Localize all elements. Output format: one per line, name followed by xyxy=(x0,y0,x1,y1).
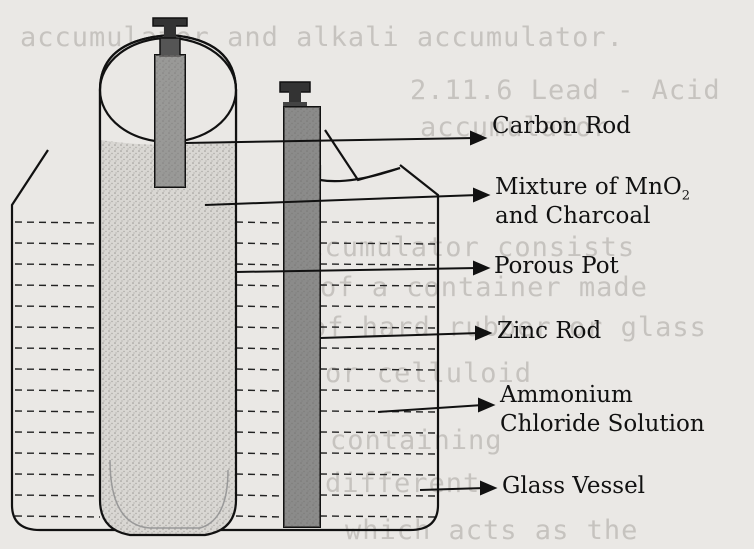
electrolyte-dash-line xyxy=(235,221,285,224)
electrolyte-dash-line xyxy=(14,410,101,413)
porous-pot-leader-line xyxy=(235,267,479,273)
electrolyte-dash-line xyxy=(14,305,101,308)
electrolyte-dash-line xyxy=(14,326,101,329)
porous-pot-leader-arrowhead xyxy=(473,260,491,276)
electrolyte-dash-line xyxy=(319,305,437,308)
electrolyte-dash-line xyxy=(319,263,437,266)
electrolyte-dash-line xyxy=(235,368,285,371)
electrolyte-dash-line xyxy=(319,347,437,350)
electrolyte-dash-line xyxy=(319,389,437,392)
glass-vessel-leader-line xyxy=(419,487,486,491)
electrolyte-dash-line xyxy=(14,263,101,266)
background-text-line-2: 2.11.6 Lead - Acid xyxy=(410,75,721,106)
glass-vessel-leader-arrowhead xyxy=(480,480,498,496)
electrolyte-dash-line xyxy=(319,515,437,518)
electrolyte-dash-line xyxy=(14,494,101,497)
electrolyte-dash-line xyxy=(14,389,101,392)
label-and-charcoal: and Charcoal xyxy=(495,203,651,229)
label-glass-vessel: Glass Vessel xyxy=(502,473,646,499)
electrolyte-dash-line xyxy=(235,452,285,455)
label-mixture-mno2: Mixture of MnO2 xyxy=(495,173,690,211)
electrolyte-dash-line xyxy=(319,410,437,413)
electrolyte-dash-line xyxy=(319,473,437,476)
background-text-line-8: containing xyxy=(330,425,503,456)
carbon-rod xyxy=(152,17,188,188)
electrolyte-dash-line xyxy=(319,452,437,455)
zinc-rod-leader-arrowhead xyxy=(475,325,493,341)
carbon-rod-leader-arrowhead xyxy=(470,130,488,146)
electrolyte-dash-line xyxy=(14,452,101,455)
electrolyte-dash-line xyxy=(235,263,285,266)
electrolyte-dash-line xyxy=(235,326,285,329)
label-carbon-rod: Carbon Rod xyxy=(492,113,631,139)
zinc-rod xyxy=(279,81,321,528)
electrolyte-dash-line xyxy=(319,242,437,245)
electrolyte-dash-line xyxy=(235,431,285,434)
electrolyte-dash-line xyxy=(319,326,437,329)
label-leader-lines xyxy=(184,130,498,496)
electrolyte-dash-line xyxy=(14,221,101,224)
electrolyte-dash-line xyxy=(14,242,101,245)
electrolyte-dash-line xyxy=(14,284,101,287)
background-text-line-7: or celluloid xyxy=(325,358,533,389)
electrolyte-dash-line xyxy=(319,431,437,434)
electrolyte-dash-line xyxy=(14,515,101,518)
label-chloride-solution: Chloride Solution xyxy=(500,411,705,437)
mixture-leader-line xyxy=(204,194,479,206)
background-text-line-6: of hard rubber or glass xyxy=(310,312,707,343)
mixture-leader-arrowhead xyxy=(473,187,491,203)
label-mixture-mno2-text: Mixture of MnO xyxy=(495,174,682,200)
electrolyte-dash-line xyxy=(14,347,101,350)
background-text-line-9: different xyxy=(325,468,481,499)
electrolyte-dash-line xyxy=(235,473,285,476)
label-mixture-mno2-subscript: 2 xyxy=(681,188,691,204)
zinc-rod-leader-line xyxy=(319,332,481,339)
electrolyte-dash-line xyxy=(14,431,101,434)
label-porous-pot: Porous Pot xyxy=(494,253,619,279)
electrolyte-dash-line xyxy=(235,305,285,308)
electrolyte-dash-line xyxy=(235,494,285,497)
electrolyte-dash-line xyxy=(235,410,285,413)
electrolyte-dash-line xyxy=(319,284,437,287)
electrolyte-dash-line xyxy=(319,368,437,371)
glass-vessel xyxy=(10,129,440,532)
electrolyte-dash-line xyxy=(235,284,285,287)
electrolyte-dash-line xyxy=(235,515,285,518)
electrolyte-dash-line xyxy=(235,242,285,245)
background-text-line-4: accumulator consists xyxy=(290,232,636,263)
label-zinc-rod: Zinc Rod xyxy=(497,318,602,344)
electrolyte-dash-line xyxy=(235,389,285,392)
carbon-rod-leader-line xyxy=(184,137,476,144)
electrolyte-dash-line xyxy=(14,368,101,371)
ammonium-chloride-solution xyxy=(14,221,437,518)
electrolyte-dash-line xyxy=(319,221,437,224)
electrolyte-dash-line xyxy=(14,473,101,476)
label-ammonium: Ammonium xyxy=(500,382,633,408)
background-text-line-5: of a container made xyxy=(320,272,648,303)
electrolyte-dash-line xyxy=(319,494,437,497)
ammonium-leader-line xyxy=(377,404,484,413)
electrolyte-dash-line xyxy=(235,347,285,350)
ammonium-leader-arrowhead xyxy=(478,397,496,413)
